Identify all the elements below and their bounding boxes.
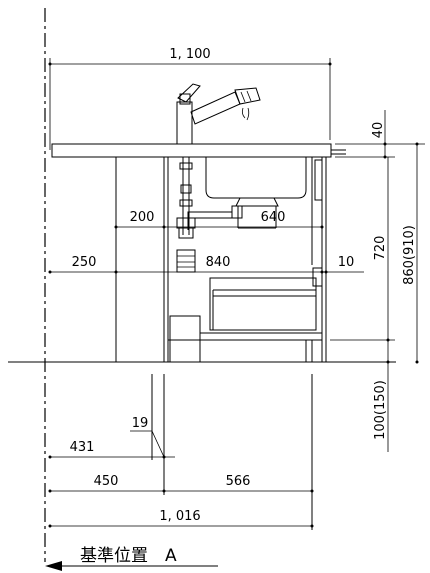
countertop [51,143,346,158]
dimension-bottom: 19 431 450 566 1, 016 [48,374,314,530]
dim-label-19: 19 [132,416,149,431]
dim-label-840: 840 [206,255,231,270]
arrow-left-icon [45,561,62,571]
dim-label-1100: 1, 100 [169,47,210,62]
cabinet [115,157,327,363]
dim-label-431: 431 [70,440,95,455]
dim-label-1016: 1, 016 [159,509,200,524]
reference-label-group: 基準位置 A [45,546,218,571]
dim-label-250: 250 [72,255,97,270]
faucet [176,83,261,273]
sink-bowl [187,157,307,230]
dim-label-860: 860(910) [402,225,417,285]
dim-label-566: 566 [226,474,251,489]
dim-label-640: 640 [261,210,286,225]
dim-label-100: 100(150) [373,380,388,440]
dim-label-40: 40 [371,122,386,139]
reference-label: 基準位置 A [80,546,177,566]
dim-label-450: 450 [94,474,119,489]
dimension-internal: 200 640 250 840 10 [48,210,364,274]
dim-label-200: 200 [130,210,155,225]
dim-label-10: 10 [338,255,355,270]
dimension-right-verticals: 40 720 860(910) 100(150) [330,110,425,452]
dimension-1100: 1, 100 [48,47,332,150]
dim-label-720: 720 [373,236,388,261]
